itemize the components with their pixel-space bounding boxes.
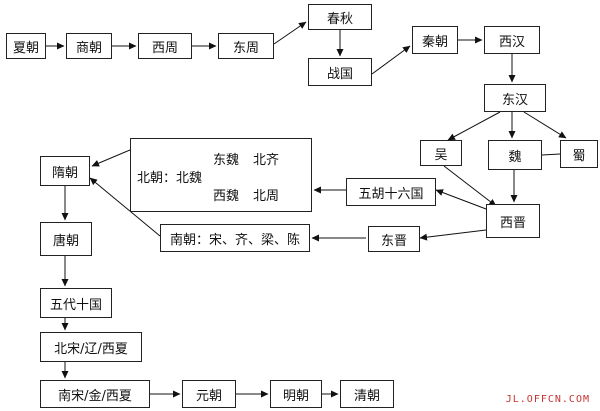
arrow-donghan-wu (447, 111, 501, 141)
beichao-beiqi: 北齐 (253, 153, 280, 168)
node-chunqiu: 春秋 (308, 4, 372, 30)
watermark-text: JL.OFFCN.COM (505, 394, 590, 405)
node-xijin: 西晋 (486, 204, 540, 238)
node-wudai: 五代十国 (40, 288, 112, 318)
node-wuhu: 五胡十六国 (346, 178, 436, 206)
arrow-nanchao-sui (89, 177, 161, 237)
beichao-group: 北朝：北魏 东魏 北齐 西魏 北周 (130, 138, 312, 212)
arrow-zhanguo-qin (371, 45, 411, 75)
node-qin: 秦朝 (412, 26, 458, 54)
node-yuan: 元朝 (182, 380, 236, 408)
arrow-wu-xijin (443, 165, 497, 207)
node-shang: 商朝 (66, 33, 112, 59)
arrow-beichao-sui (91, 149, 131, 167)
node-beisong: 北宋/辽/西夏 (40, 332, 142, 362)
arrow-xijin-wuhu (435, 189, 495, 213)
beichao-label: 北朝：北魏 (137, 171, 203, 186)
node-wu: 吴 (420, 140, 462, 166)
beichao-dongwei: 东魏 (213, 153, 240, 168)
node-xihan: 西汉 (484, 26, 540, 54)
beichao-xiwei: 西魏 (213, 189, 240, 204)
node-xia: 夏朝 (6, 33, 46, 59)
node-donghan: 东汉 (484, 84, 546, 112)
node-nanchao: 南朝：宋、齐、梁、陈 (160, 224, 310, 252)
node-xizhou: 西周 (138, 33, 192, 59)
node-sui: 隋朝 (40, 156, 90, 186)
arrow-xijin-dongjin (419, 229, 487, 241)
node-zhanguo: 战国 (308, 58, 372, 86)
arrow-dongzhou-chunqiu (273, 21, 307, 45)
arrow-donghan-shu (523, 111, 567, 139)
node-qing: 清朝 (340, 380, 394, 408)
node-shu: 蜀 (560, 140, 598, 168)
beichao-beizhou: 北周 (253, 189, 280, 204)
node-dongjin: 东晋 (368, 226, 420, 252)
node-wei: 魏 (488, 140, 542, 170)
node-ming: 明朝 (270, 380, 322, 408)
node-tang: 唐朝 (40, 222, 92, 256)
node-nansong: 南宋/金/西夏 (40, 380, 150, 408)
node-dongzhou: 东周 (218, 33, 274, 59)
